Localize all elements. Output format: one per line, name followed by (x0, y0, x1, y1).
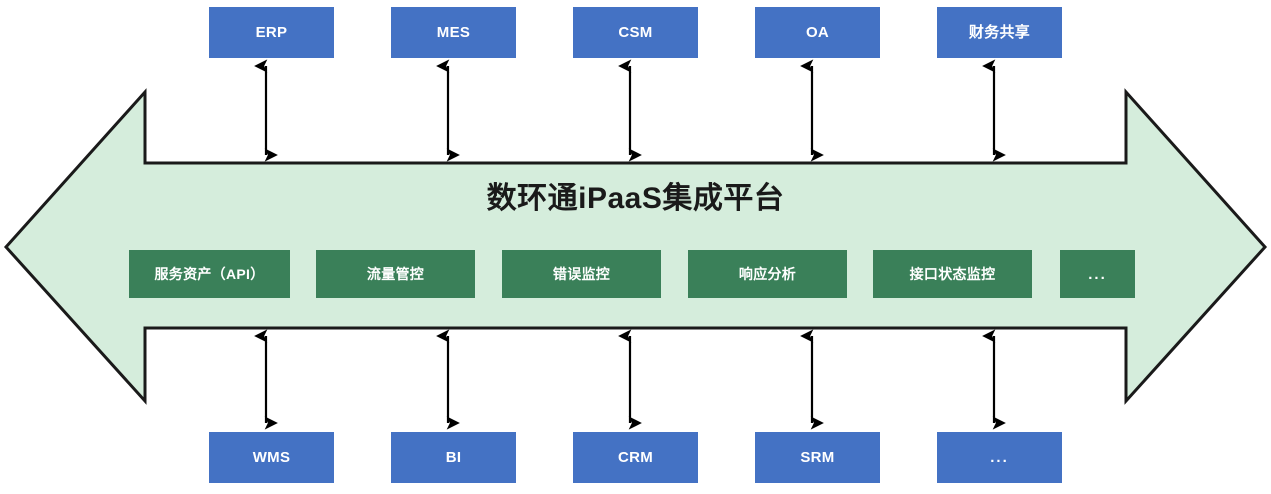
bottom-system-label: CRM (617, 449, 654, 466)
top-system-oa[interactable]: OA (755, 7, 880, 58)
top-system-label: MES (436, 24, 471, 41)
capability-label: 接口状态监控 (909, 266, 996, 282)
horizontal-double-arrow-shape (3, 88, 1268, 405)
capability-流量管控[interactable]: 流量管控 (316, 250, 475, 298)
bottom-system-label: SRM (800, 449, 835, 466)
top-system-label: 财务共享 (968, 24, 1031, 41)
page-title: 数环通iPaaS集成平台 (486, 182, 785, 215)
bottom-system-srm[interactable]: SRM (755, 432, 880, 483)
capability-label: 流量管控 (366, 266, 425, 282)
top-system-mes[interactable]: MES (391, 7, 516, 58)
top-system-label: CSM (618, 24, 653, 41)
bottom-system-more[interactable]: ... (937, 432, 1062, 483)
bottom-connector-group (254, 329, 1006, 430)
capability-label: 服务资产（API） (154, 266, 265, 282)
bottom-system-wms[interactable]: WMS (209, 432, 334, 483)
bottom-system-label: ... (990, 449, 1009, 466)
capability-label: ... (1088, 265, 1107, 283)
bottom-system-bi[interactable]: BI (391, 432, 516, 483)
top-system-csm[interactable]: CSM (573, 7, 698, 58)
bottom-system-crm[interactable]: CRM (573, 432, 698, 483)
top-system-财务共享[interactable]: 财务共享 (937, 7, 1062, 58)
capability-label: 响应分析 (738, 266, 797, 282)
capability-接口状态监控[interactable]: 接口状态监控 (873, 250, 1032, 298)
capability-错误监控[interactable]: 错误监控 (502, 250, 661, 298)
capability-响应分析[interactable]: 响应分析 (688, 250, 847, 298)
bottom-system-label: WMS (252, 449, 291, 466)
top-system-label: ERP (255, 24, 288, 41)
top-connector-group (254, 59, 1006, 162)
bottom-system-label: BI (445, 449, 462, 466)
top-system-label: OA (805, 24, 830, 41)
capability-label: 错误监控 (552, 266, 611, 282)
capability-more[interactable]: ... (1060, 250, 1135, 298)
capability-服务资产api[interactable]: 服务资产（API） (129, 250, 290, 298)
top-system-erp[interactable]: ERP (209, 7, 334, 58)
